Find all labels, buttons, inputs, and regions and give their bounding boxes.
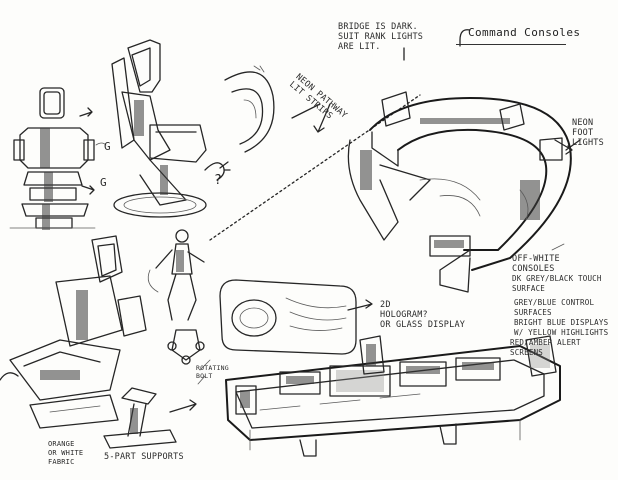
note-off-white-consoles: OFF-WHITE CONSOLES [512, 254, 560, 274]
svg-text:?: ? [214, 173, 222, 188]
label-g-lower: G [100, 176, 107, 189]
callout-arrows [197, 29, 581, 385]
horseshoe-console-sketch [347, 91, 573, 293]
seated-chair-sketch [0, 235, 147, 429]
pedestal-sketch [103, 359, 211, 449]
wide-console-sketch [225, 335, 561, 457]
pilot-figure-sketch [147, 229, 205, 365]
note-bright-blue-displays: BRIGHT BLUE DISPLAYS W/ YELLOW HIGHLIGHT… [514, 318, 609, 337]
note-red-amber-screens: RED/AMBER ALERT SCREENS [510, 338, 581, 357]
note-grey-blue-surfaces: GREY/BLUE CONTROL SURFACES [514, 298, 595, 317]
note-hologram: 2D HOLOGRAM? OR GLASS DISPLAY [380, 300, 466, 330]
note-bridge-dark: BRIDGE IS DARK. SUIT RANK LIGHTS ARE LIT… [338, 22, 424, 52]
title-underline [456, 44, 566, 45]
note-rotating-bolt: ROTATING BOLT [196, 364, 229, 380]
sheet-title: Command Consoles [468, 26, 581, 39]
neon-pathway-arc-sketch [209, 65, 421, 241]
note-five-part-supports: 5-PART SUPPORTS [104, 452, 184, 462]
note-orange-fabric: ORANGE OR WHITE FABRIC [48, 440, 84, 466]
note-neon-foot-lights: NEON FOOT LIGHTS [572, 118, 604, 148]
reclined-chair-sketch: ? [111, 39, 231, 218]
exploded-chair-sketch [9, 87, 107, 230]
label-g-upper: G [104, 140, 111, 153]
hologram-panel-sketch [219, 279, 373, 355]
note-dk-grey-surface: DK GREY/BLACK TOUCH SURFACE [512, 274, 602, 293]
